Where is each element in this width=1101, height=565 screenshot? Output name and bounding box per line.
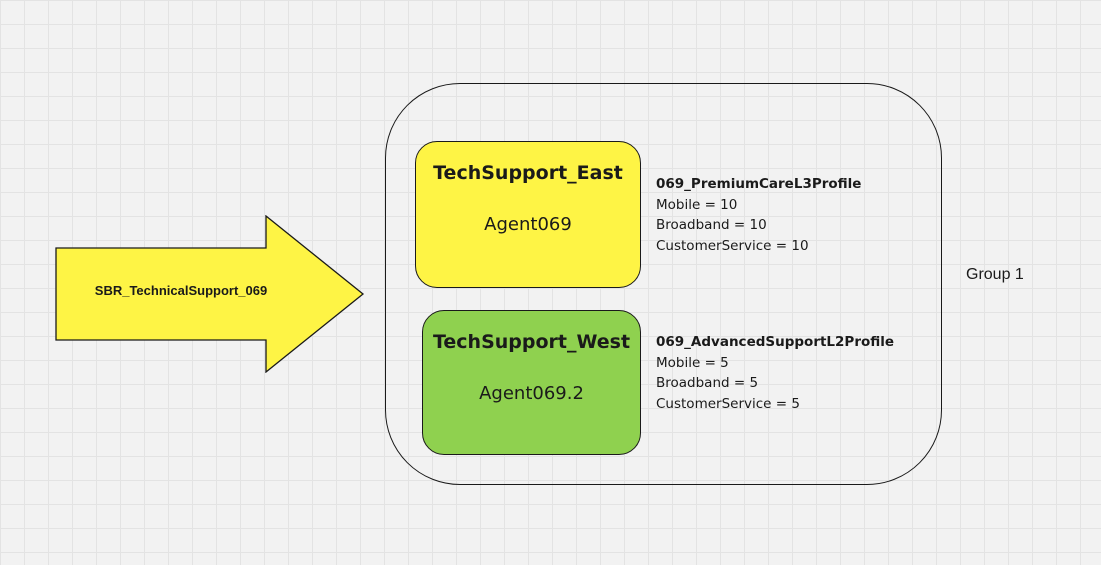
profile-name: 069_PremiumCareL3Profile (656, 176, 862, 192)
team-agent: Agent069 (484, 214, 572, 235)
profile-note-east[interactable]: 069_PremiumCareL3Profile Mobile = 10 Bro… (656, 174, 861, 256)
team-title: TechSupport_East (433, 162, 623, 184)
team-card-west[interactable]: TechSupport_West Agent069.2 (422, 310, 641, 455)
profile-skill: CustomerService = 10 (656, 237, 809, 254)
team-card-east[interactable]: TechSupport_East Agent069 (415, 141, 641, 288)
profile-skill: Mobile = 5 (656, 354, 729, 371)
profile-name: 069_AdvancedSupportL2Profile (656, 334, 895, 350)
team-title: TechSupport_West (432, 331, 631, 353)
group-label: Group 1 (966, 266, 1024, 283)
profile-skill: Broadband = 10 (656, 217, 767, 233)
profile-note-west[interactable]: 069_AdvancedSupportL2Profile Mobile = 5 … (656, 332, 894, 414)
profile-skill: Broadband = 5 (656, 375, 759, 391)
profile-skill: CustomerService = 5 (656, 395, 800, 412)
group-frame[interactable] (385, 83, 942, 485)
team-agent: Agent069.2 (479, 383, 584, 404)
routing-arrow-label: SBR_TechnicalSupport_069 (94, 283, 268, 298)
profile-skill: Mobile = 10 (656, 196, 738, 213)
arrow-shape (55, 215, 365, 373)
routing-arrow[interactable]: SBR_TechnicalSupport_069 (55, 215, 365, 373)
